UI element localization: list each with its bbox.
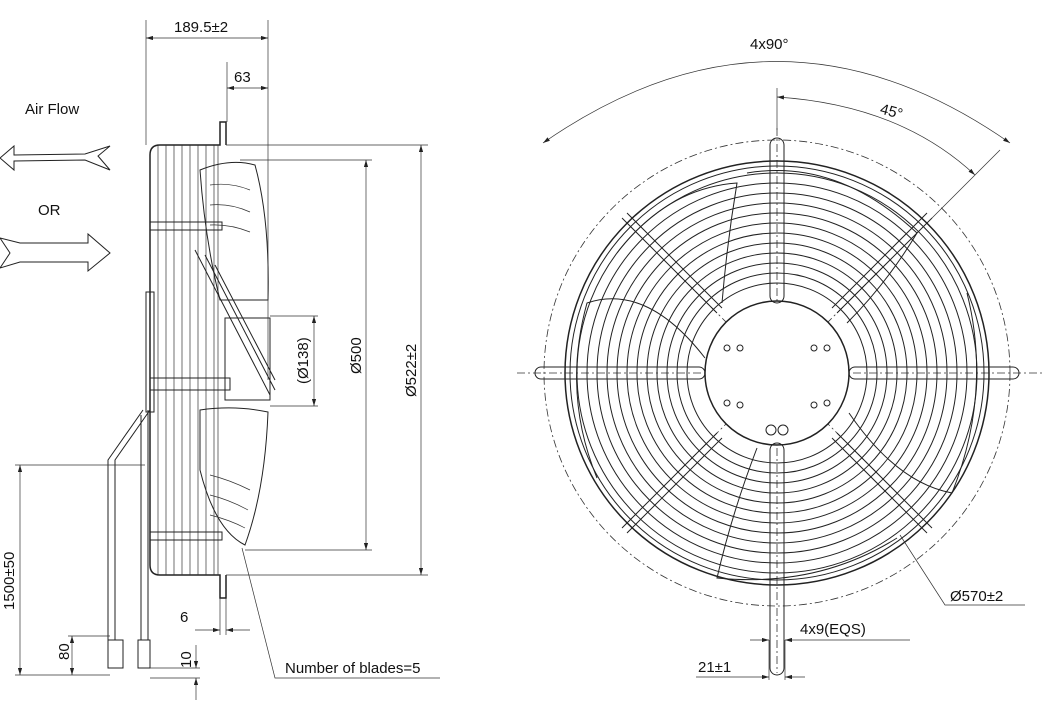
hub-holes	[723, 344, 831, 436]
mounting-circle	[543, 139, 1011, 607]
or-label: OR	[38, 202, 61, 219]
airflow-label: Air Flow	[25, 101, 79, 118]
dim-holes: 4x9(EQS)	[800, 621, 866, 638]
dim-21: 21±1	[698, 659, 731, 676]
dim-cable-length: 1500±50	[1, 552, 18, 610]
dim-frame-diameter: Ø522±2	[403, 344, 420, 397]
dim-45: 45°	[878, 101, 904, 123]
grille-bars	[149, 145, 231, 575]
dim-63: 63	[234, 69, 251, 86]
motor-hub	[704, 300, 850, 446]
side-view: Air Flow OR	[0, 19, 440, 700]
blade-outlines	[576, 170, 978, 581]
cables	[107, 409, 151, 669]
front-view	[517, 128, 1042, 676]
dim-6: 6	[180, 609, 188, 626]
motor-body	[145, 291, 155, 413]
dim-blade-diameter: Ø500	[348, 337, 365, 374]
dim-depth: 189.5±2	[174, 19, 228, 36]
dim-mount-diameter: Ø570±2	[950, 588, 1003, 605]
airflow-right-arrow-icon	[0, 232, 111, 273]
dim-hub-diameter: (Ø138)	[295, 337, 312, 384]
dim-80: 80	[56, 643, 73, 660]
blades-note: Number of blades=5	[285, 660, 421, 677]
dim-4x90: 4x90°	[750, 36, 789, 53]
fan-blades	[194, 161, 276, 546]
airflow-left-arrow-icon	[0, 144, 111, 172]
dim-10: 10	[178, 651, 195, 668]
